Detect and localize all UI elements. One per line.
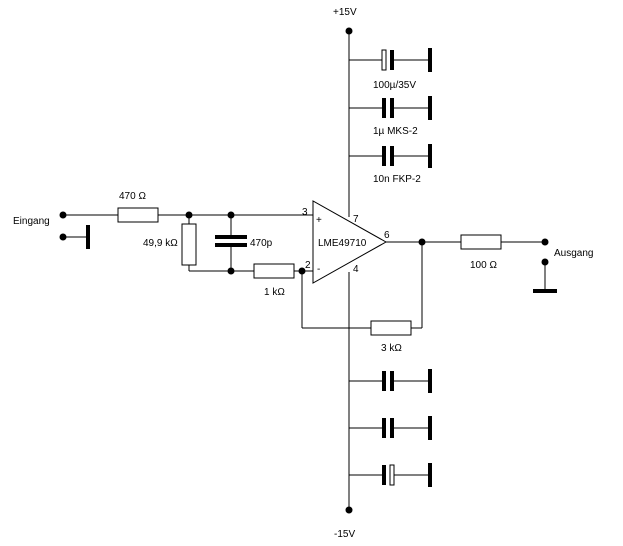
resistor-470 xyxy=(117,207,159,223)
cap-470p-plate-bottom xyxy=(215,243,247,247)
junction-output xyxy=(418,238,426,246)
positive-rail-terminal xyxy=(345,27,353,35)
pin-label-4: 4 xyxy=(353,264,359,275)
input-ground-plate xyxy=(86,225,90,249)
decoupling-label-10n: 10n FKP-2 xyxy=(373,174,421,185)
opamp-plus-sign: + xyxy=(316,215,322,226)
pin-label-3: 3 xyxy=(302,207,308,218)
positive-rail-label: +15V xyxy=(333,7,357,18)
negative-rail-terminal xyxy=(345,506,353,514)
resistor-49k9-label: 49,9 kΩ xyxy=(143,238,178,249)
resistor-470-label: 470 Ω xyxy=(119,191,146,202)
resistor-100-label: 100 Ω xyxy=(470,260,497,271)
input-label: Eingang xyxy=(13,216,50,227)
cap-470p-label: 470p xyxy=(250,238,273,249)
decoupling-label-1u: 1µ MKS-2 xyxy=(373,126,418,137)
resistor-3k xyxy=(370,320,412,336)
decoupling-cap-100u xyxy=(349,48,432,72)
resistor-100 xyxy=(460,234,502,250)
negative-rail-label: -15V xyxy=(334,529,355,540)
pin-label-6: 6 xyxy=(384,230,390,241)
output-ground-plate xyxy=(533,289,557,293)
decoupling-cap-1u xyxy=(349,96,432,120)
pin-label-2: 2 xyxy=(305,260,311,271)
decoupling-label-100u: 100µ/35V xyxy=(373,80,416,91)
decoupling-cap-10n xyxy=(349,144,432,168)
opamp-symbol xyxy=(312,200,388,284)
decoupling-cap-neg-1 xyxy=(349,369,432,393)
opamp-minus-sign: - xyxy=(317,264,320,275)
resistor-49k9 xyxy=(181,223,197,266)
opamp-part-label: LME49710 xyxy=(318,238,367,249)
decoupling-cap-neg-2 xyxy=(349,416,432,440)
resistor-1k-label: 1 kΩ xyxy=(264,287,285,298)
resistor-3k-label: 3 kΩ xyxy=(381,343,402,354)
output-terminal xyxy=(541,238,549,246)
output-label: Ausgang xyxy=(554,248,593,259)
resistor-1k xyxy=(253,263,295,279)
cap-470p-plate-top xyxy=(215,235,247,239)
pin-label-7: 7 xyxy=(353,214,359,225)
decoupling-cap-neg-electrolytic xyxy=(349,463,432,487)
